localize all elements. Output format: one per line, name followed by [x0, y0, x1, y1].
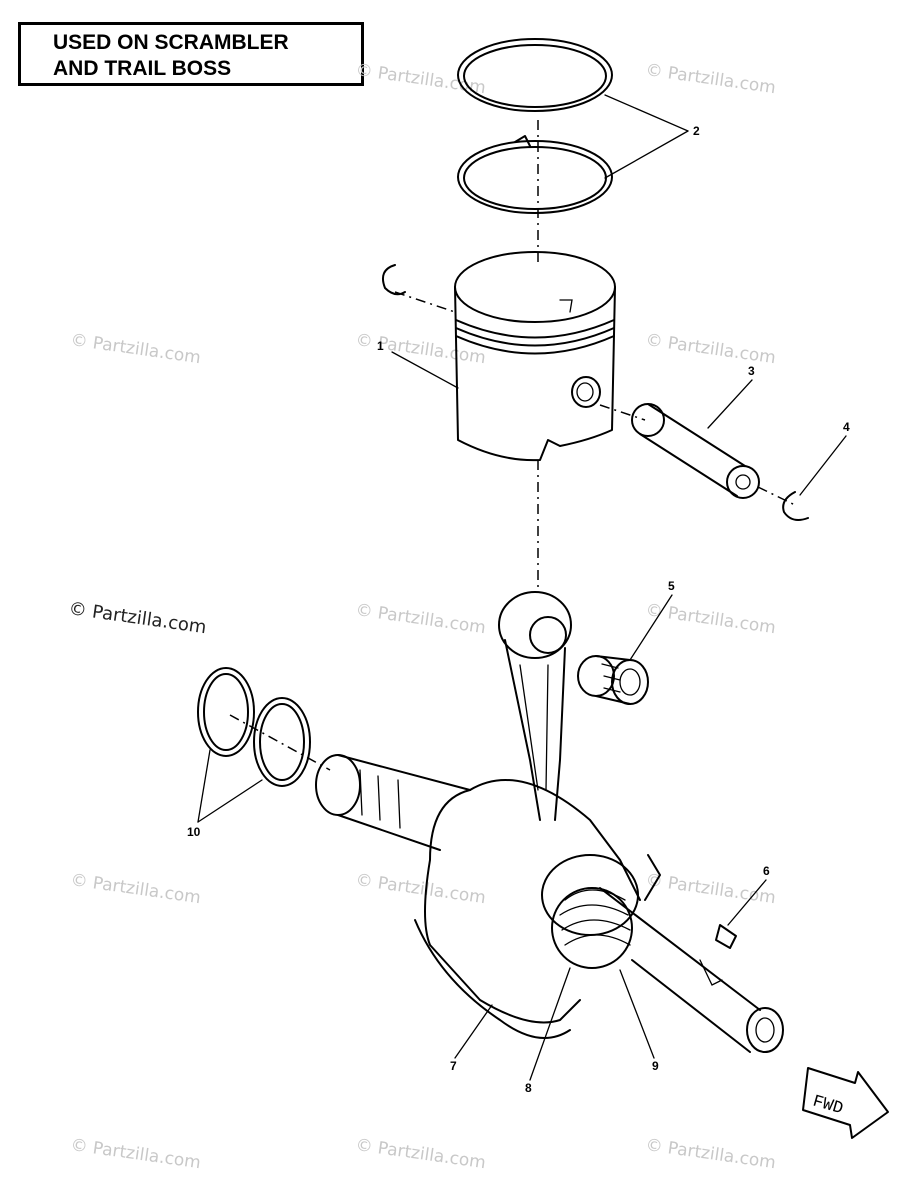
watermark: © Partzilla.com — [69, 330, 202, 368]
svg-text:6: 6 — [763, 864, 770, 878]
watermark: © Partzilla.com — [644, 330, 777, 368]
callout-6: 6 — [727, 864, 770, 926]
watermark: © Partzilla.com — [644, 600, 777, 638]
piston-pin — [599, 403, 796, 506]
watermark: © Partzilla.com — [354, 1135, 487, 1173]
piston — [454, 251, 616, 462]
fwd-label: FWD — [810, 1093, 845, 1120]
watermark: © Partzilla.com — [644, 870, 777, 908]
callout-7: 7 — [450, 1004, 493, 1073]
usage-note-box: USED ON SCRAMBLER AND TRAIL BOSS — [18, 22, 364, 86]
callout-10: 10 — [187, 749, 263, 839]
callout-3: 3 — [707, 364, 755, 429]
callout-4: 4 — [799, 420, 850, 496]
forward-direction-arrow: FWD — [802, 1067, 889, 1139]
piston-ring-upper — [457, 38, 613, 112]
svg-text:4: 4 — [843, 420, 850, 434]
piston-pin-clip-right — [782, 491, 809, 521]
svg-text:2: 2 — [693, 124, 700, 138]
watermark: © Partzilla.com — [354, 870, 487, 908]
small-end-bearing — [577, 655, 649, 705]
svg-text:3: 3 — [748, 364, 755, 378]
svg-text:5: 5 — [668, 579, 675, 593]
crankshaft — [315, 754, 784, 1053]
watermark: © Partzilla.com — [354, 330, 487, 368]
woodruff-key — [715, 924, 737, 949]
watermark: © Partzilla.com — [644, 60, 777, 98]
svg-text:9: 9 — [652, 1059, 659, 1073]
callout-5: 5 — [629, 579, 675, 661]
svg-text:1: 1 — [377, 339, 384, 353]
watermark: © Partzilla.com — [69, 870, 202, 908]
watermarks: © Partzilla.com © Partzilla.com © Partzi… — [67, 60, 777, 1173]
callout-8: 8 — [525, 967, 571, 1095]
callout-1: 1 — [377, 339, 459, 389]
callout-2: 2 — [604, 94, 700, 179]
svg-text:7: 7 — [450, 1059, 457, 1073]
shims — [197, 667, 331, 787]
svg-text:8: 8 — [525, 1081, 532, 1095]
connecting-rod — [498, 591, 572, 821]
svg-text:10: 10 — [187, 825, 201, 839]
watermark: © Partzilla.com — [69, 1135, 202, 1173]
piston-pin-clip-left — [382, 264, 406, 296]
callout-9: 9 — [619, 969, 659, 1073]
watermark-dark: © Partzilla.com — [67, 598, 207, 638]
usage-note-line-2: AND TRAIL BOSS — [53, 57, 232, 80]
watermark: © Partzilla.com — [644, 1135, 777, 1173]
usage-note-line-1: USED ON SCRAMBLER — [53, 31, 289, 54]
watermark: © Partzilla.com — [354, 600, 487, 638]
piston-ring-lower — [457, 135, 613, 214]
